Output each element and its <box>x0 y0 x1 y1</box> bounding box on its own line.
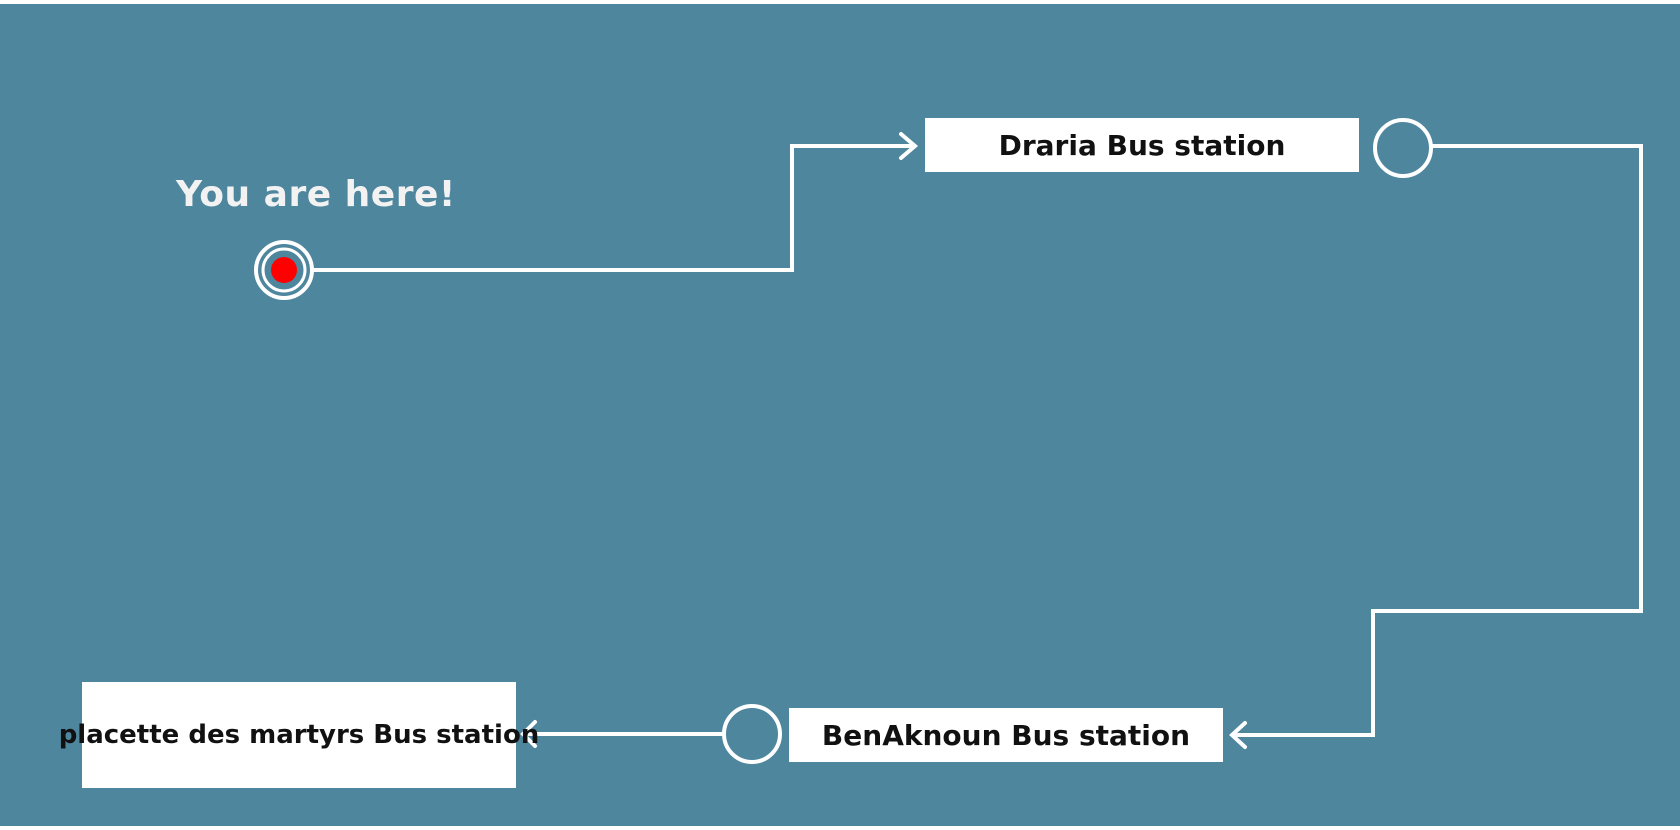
arrow-icon <box>1229 721 1247 749</box>
route-map: You are here! Draria Bus station BenAkno… <box>0 4 1680 826</box>
stop-circle-icon-draria[interactable] <box>1373 118 1433 178</box>
stop-circle-icon-benaknoun[interactable] <box>722 704 782 764</box>
station-placette-des-martyrs[interactable]: placette des martyrs Bus station <box>59 682 539 788</box>
target-dot-icon <box>254 240 314 300</box>
arrow-icon <box>899 132 919 160</box>
route-segment-draria-to-benaknoun <box>1231 144 1643 737</box>
route-lines <box>254 118 1643 764</box>
route-segment-start-to-draria <box>312 144 915 272</box>
arrow-icon <box>520 720 537 748</box>
you-are-here-label: You are here! <box>176 174 456 215</box>
station-benaknoun[interactable]: BenAknoun Bus station <box>789 708 1223 762</box>
station-draria[interactable]: Draria Bus station <box>925 118 1359 172</box>
